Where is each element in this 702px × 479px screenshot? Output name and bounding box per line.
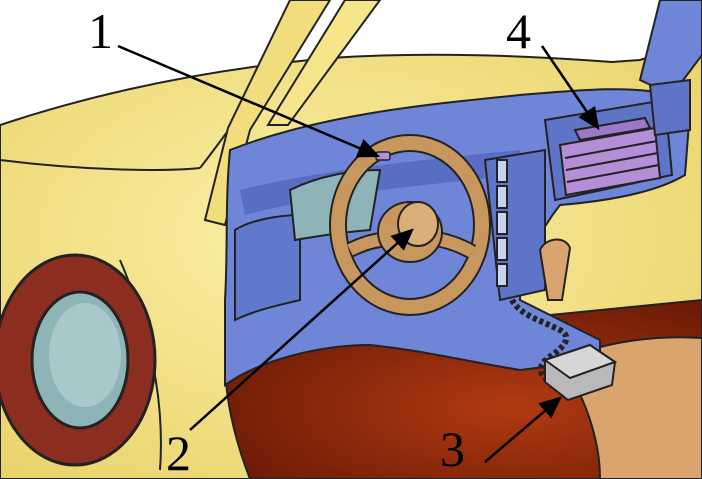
callout-label-4: 4 — [506, 3, 531, 59]
right-pillar — [638, 0, 702, 97]
callout-leaders — [117, 44, 600, 463]
passenger-airbag-module — [558, 116, 662, 197]
car-wheel — [0, 253, 157, 467]
leader-4 — [540, 45, 600, 131]
callout-label-1: 1 — [88, 3, 113, 59]
gear-lever — [538, 238, 572, 301]
airbag-control-module — [542, 343, 618, 402]
callout-label-3: 3 — [440, 421, 465, 477]
callout-label-2: 2 — [166, 425, 191, 479]
warning-indicator — [375, 151, 391, 161]
leader-1 — [117, 44, 381, 158]
wiring-harness — [509, 298, 570, 388]
center-vent-slats — [496, 159, 508, 287]
leader-3 — [484, 396, 562, 463]
leader-2 — [189, 228, 414, 431]
